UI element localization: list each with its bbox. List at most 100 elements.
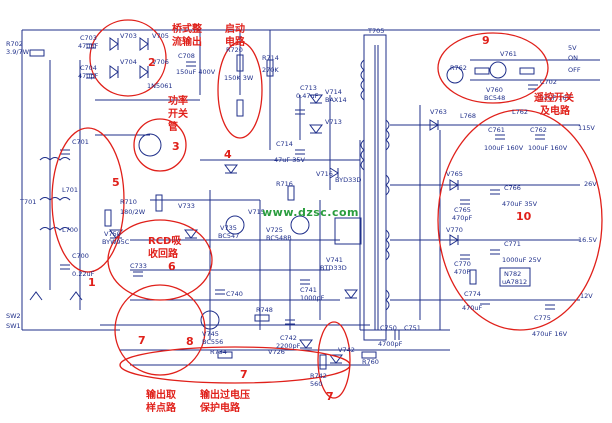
label-c703-value: 470pF	[78, 42, 99, 50]
label-v726: V726	[268, 348, 285, 356]
label-c774-value: 470uF	[462, 304, 483, 312]
label-r710: R710	[120, 198, 137, 206]
label-bax14: BAX14	[325, 96, 347, 104]
label-n782: N782	[504, 270, 521, 278]
label-v745: V745	[202, 330, 219, 338]
annotation-remote-line1: 遥控开关	[534, 91, 574, 104]
label-v706: V706	[152, 58, 169, 66]
section-number-4: 4	[224, 148, 232, 161]
label-sw1: SW1	[6, 322, 21, 330]
label-v763: V763	[430, 108, 447, 116]
label-on: ON	[568, 54, 578, 62]
label-v760: V760	[486, 86, 503, 94]
label-c708: C708	[178, 52, 195, 60]
label-c766-value: 470uF 35V	[502, 200, 538, 208]
annotation-power-line2: 开关	[168, 107, 188, 120]
label-c741: C741	[300, 286, 317, 294]
label-c702-value: 22uF 16V	[540, 94, 571, 102]
annotation-overvoltage-line2: 保护电路	[199, 401, 241, 414]
label-v750: V750	[104, 230, 121, 238]
label-c761-value: 100uF 160V	[484, 144, 524, 152]
annotation-sampling-line2: 样点路	[146, 401, 177, 414]
label-v714: V714	[325, 88, 342, 96]
label-c714: C714	[276, 140, 293, 148]
semiconductors	[109, 61, 531, 364]
label-c766: C766	[504, 184, 521, 192]
label-c770-value: 470P	[454, 268, 470, 276]
section-numbers: 1 2 3 4 5 6 7 8 9 10 7 7	[88, 34, 532, 403]
annotation-rcd-line1: RCD吸	[148, 235, 182, 247]
label-off: OFF	[568, 66, 581, 74]
label-t701: T701	[19, 198, 36, 206]
section-number-5: 5	[112, 176, 120, 189]
section-number-8: 8	[186, 335, 194, 348]
label-v703: V703	[120, 32, 137, 40]
label-r742: R742	[310, 372, 327, 380]
label-v733: V733	[178, 202, 195, 210]
label-l768: L768	[460, 112, 476, 120]
annotation-overvoltage-line1: 输出过电压	[200, 388, 250, 401]
label-26v: 26V	[584, 180, 597, 188]
section-number-7b: 7	[240, 368, 248, 381]
label-c708-value: 150uF 400V	[176, 68, 216, 76]
label-c714-value: 47uF 35V	[274, 156, 305, 164]
label-r714: R714	[262, 54, 279, 62]
label-r720: R720	[226, 46, 243, 54]
label-v725: V725	[266, 226, 283, 234]
label-c713: C713	[300, 84, 317, 92]
component-labels: R702 3.9/7W C703 470pF C704 470pF V703 V…	[6, 27, 597, 388]
label-c762-value: 100uF 160V	[528, 144, 568, 152]
section-number-9: 9	[482, 34, 490, 47]
annotation-startup-line1: 启动	[225, 22, 245, 35]
label-bc547: BC547	[218, 232, 239, 240]
label-1n5061: 1N5061	[147, 82, 173, 90]
label-v742: V742	[338, 346, 355, 354]
label-c742-value: 2200pF	[276, 342, 301, 350]
label-c761: C761	[488, 126, 505, 134]
annotation-bridge-line2: 流输出	[172, 35, 202, 48]
label-v761: V761	[500, 50, 517, 58]
label-byd33d: BYD33D	[335, 176, 361, 184]
annotations: 桥式整 流输出 启动 电路 功率 开关 管 RCD吸 收回路 遥控开关 及电路 …	[146, 22, 574, 414]
label-c750-value: 4700pF	[378, 340, 403, 348]
label-v765: V765	[446, 170, 463, 178]
label-c704-value: 470pF	[78, 72, 99, 80]
label-v704: V704	[120, 58, 137, 66]
annotation-rcd-line2: 收回路	[148, 247, 179, 260]
label-c771-value: 1000uF 25V	[502, 256, 542, 264]
section-number-3: 3	[172, 140, 180, 153]
label-r716: R716	[276, 180, 293, 188]
label-r702: R702	[6, 40, 23, 48]
annotation-bridge-line1: 桥式整	[172, 22, 202, 35]
label-l701: L701	[62, 186, 78, 194]
label-c701: C701	[72, 138, 89, 146]
section-number-7: 7	[138, 334, 146, 347]
label-v715: V715	[248, 208, 265, 216]
annotation-sampling-line1: 输出取	[146, 388, 177, 401]
annotation-power-line3: 管	[168, 120, 178, 133]
label-12v: 12V	[580, 292, 593, 300]
label-r748: R748	[256, 306, 273, 314]
label-r734: R734	[210, 348, 227, 356]
annotation-power-line1: 功率	[168, 94, 188, 107]
label-5v: 5V	[568, 44, 577, 52]
label-r760: R760	[362, 358, 379, 366]
label-115v: 115V	[578, 124, 595, 132]
label-c733: C733	[130, 262, 147, 270]
label-c740: C740	[226, 290, 243, 298]
section-number-6: 6	[168, 260, 176, 273]
label-l762: L762	[512, 108, 528, 116]
label-c704: C704	[80, 64, 97, 72]
label-c765-value: 470pF	[452, 214, 473, 222]
capacitors	[60, 61, 555, 340]
label-v716: V716	[316, 170, 333, 178]
label-c771: C771	[504, 240, 521, 248]
label-bc548: BC548	[484, 94, 505, 102]
label-btd33d: BTD33D	[320, 264, 347, 272]
label-c703: C703	[80, 34, 97, 42]
transformer-t705	[360, 34, 390, 341]
label-c775-value: 470uF 16V	[532, 330, 568, 338]
label-byw95c: BYW95C	[102, 238, 130, 246]
section-number-7c: 7	[326, 390, 334, 403]
label-v705: V705	[152, 32, 169, 40]
